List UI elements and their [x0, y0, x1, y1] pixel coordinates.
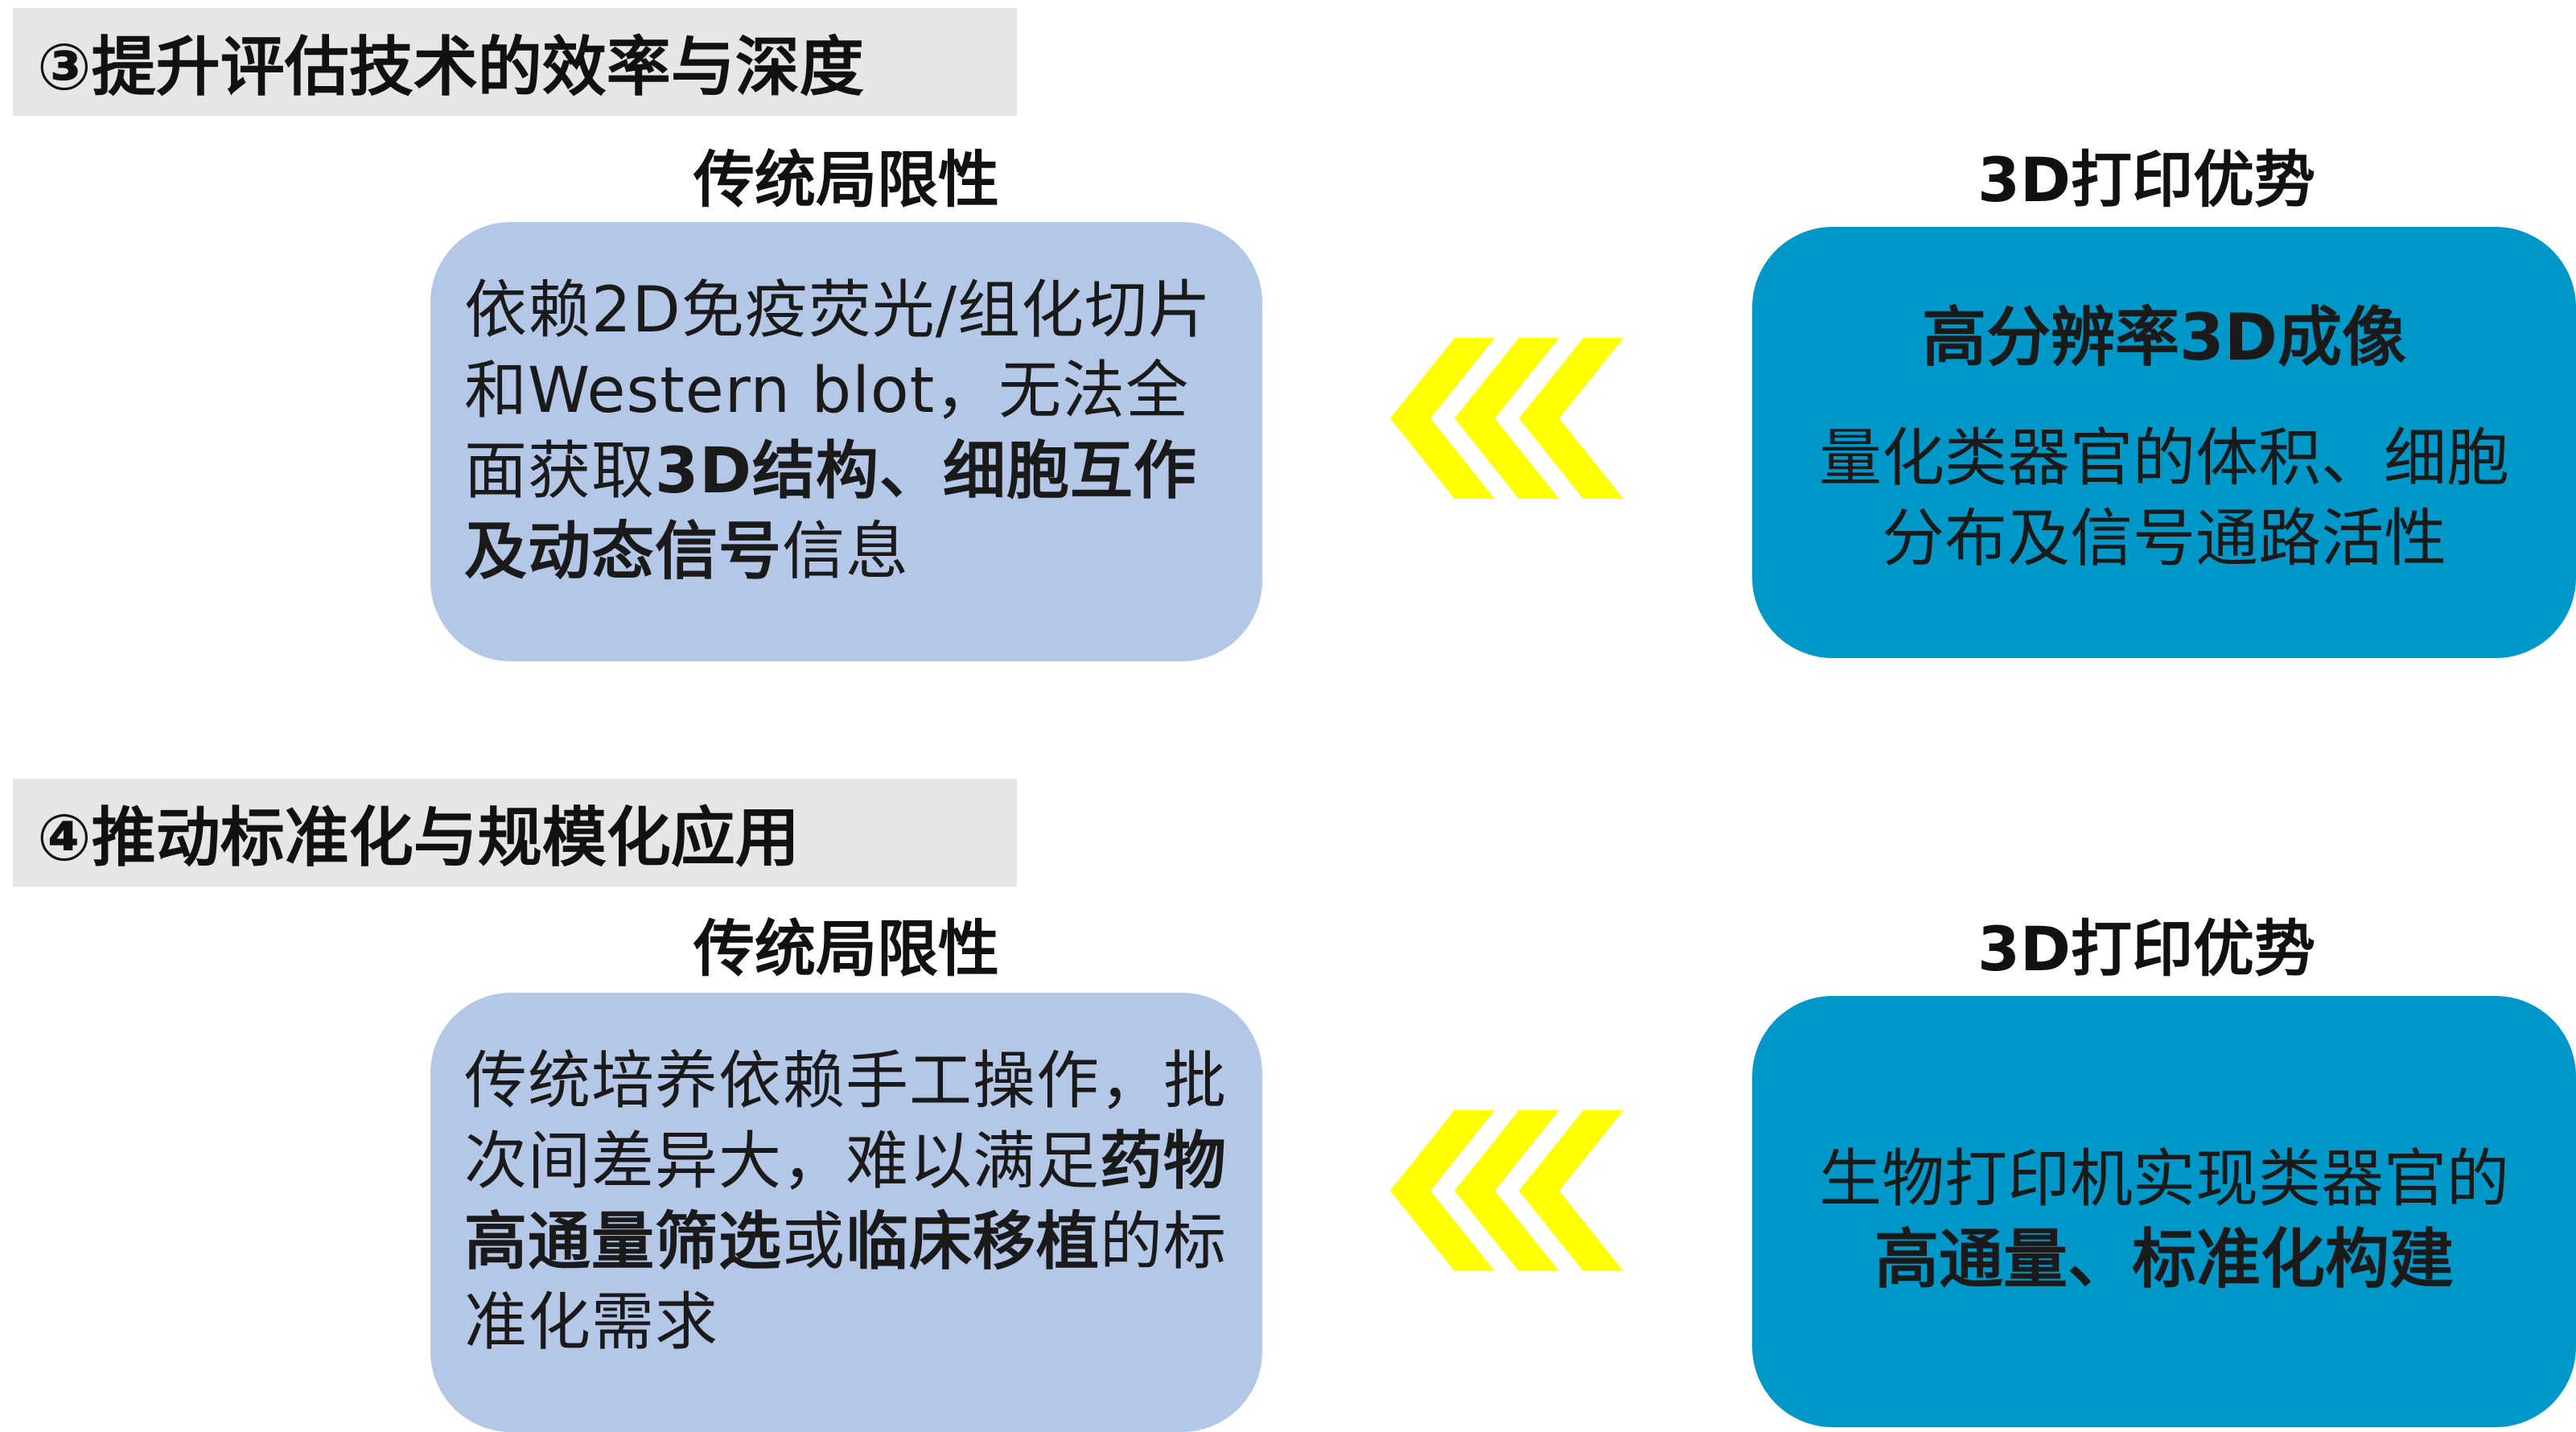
section-4-traditional-text-3: 或 [782, 1206, 846, 1278]
section-3-3d-title: 高分辨率3D成像 [1921, 300, 2407, 375]
section-4-traditional-text-1: 传统培养依赖手工操作，批次间差异大，难以满足 [464, 1045, 1228, 1198]
section-4-traditional-box: 传统培养依赖手工操作，批次间差异大，难以满足药物高通量筛选或临床移植的标准化需求 [430, 993, 1262, 1432]
section-3-header: ③提升评估技术的效率与深度 [13, 8, 1017, 116]
section-4-3d-body: 生物打印机实现类器官的 [1818, 1143, 2509, 1216]
section-3-arrow-icon [1390, 338, 1623, 499]
section-4-traditional-text-5: 的标准化需求 [464, 1206, 1228, 1359]
section-4-header-text: ④推动标准化与规模化应用 [37, 800, 800, 875]
section-3-3d-box: 高分辨率3D成像 量化类器官的体积、细胞分布及信号通路活性 [1752, 227, 2576, 658]
section-3-traditional-text-3: 信息 [782, 516, 910, 588]
section-4-traditional-text-bold-1: 药物高通量筛选 [464, 1125, 1228, 1278]
section-4-3d-heading: 3D打印优势 [1977, 913, 2315, 985]
section-4-3d-bold: 高通量、标准化构建 [1874, 1222, 2454, 1297]
triple-chevron-left-icon [1390, 1110, 1623, 1271]
section-3-traditional-heading: 传统局限性 [693, 144, 999, 216]
triple-chevron-left-icon [1390, 338, 1623, 499]
section-3-header-text: ③提升评估技术的效率与深度 [37, 30, 864, 105]
section-4-traditional-text-bold-2: 临床移植 [846, 1206, 1101, 1278]
section-3-traditional-text-bold: 3D结构、细胞互作及动态信号 [464, 435, 1198, 588]
section-4-header: ④推动标准化与规模化应用 [13, 779, 1017, 887]
section-3-3d-body: 量化类器官的体积、细胞分布及信号通路活性 [1818, 422, 2509, 575]
section-3-traditional-box: 依赖2D免疫荧光/组化切片和Western blot，无法全面获取3D结构、细胞… [430, 222, 1262, 661]
section-4-traditional-heading: 传统局限性 [693, 913, 999, 985]
section-4-arrow-icon [1390, 1110, 1623, 1271]
section-4-3d-box: 生物打印机实现类器官的 高通量、标准化构建 [1752, 996, 2576, 1427]
section-3-traditional-text-1: 依赖2D免疫荧光/组化切片和Western blot，无法全面获取 [464, 274, 1212, 508]
section-3-3d-heading: 3D打印优势 [1977, 144, 2315, 216]
